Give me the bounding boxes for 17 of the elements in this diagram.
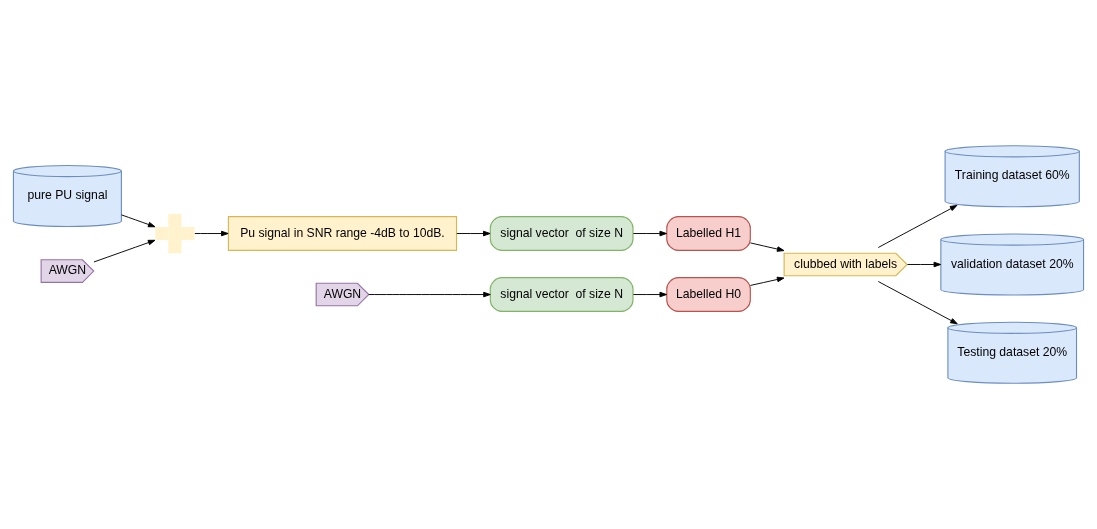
arrow <box>121 214 156 228</box>
arrow <box>906 261 942 268</box>
node-box: Labelled H1 <box>666 216 751 251</box>
arrow <box>632 291 667 298</box>
arrow <box>749 276 785 286</box>
arrow <box>368 291 491 298</box>
arrow <box>456 230 491 237</box>
node-box: Labelled H0 <box>666 277 751 312</box>
node-box: signal vector of size N <box>489 277 634 312</box>
arrow <box>93 239 156 263</box>
arrow <box>749 242 785 252</box>
arrow <box>877 204 958 248</box>
arrow <box>194 230 229 237</box>
node-box: signal vector of size N <box>489 216 634 251</box>
arrow <box>877 281 958 325</box>
arrow <box>632 230 667 237</box>
node-box: Pu signal in SNR range -4dB to 10dB. <box>227 216 458 251</box>
